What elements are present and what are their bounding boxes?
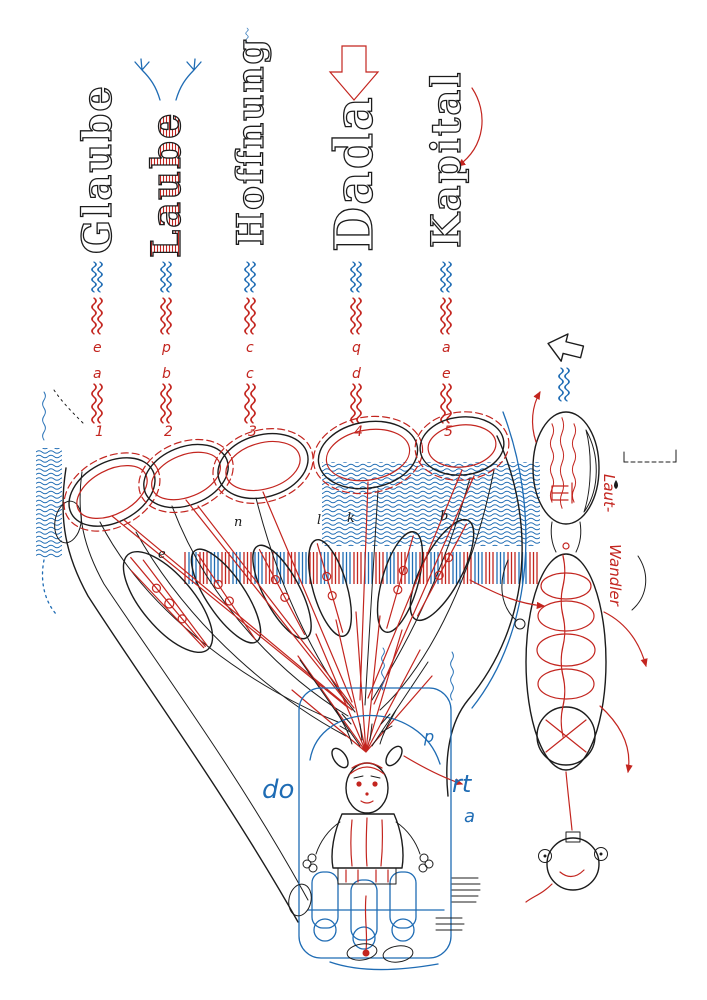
column-laube: Laube p b 2 [134, 58, 202, 440]
column-glaube: Glaube e a 1 [73, 84, 121, 440]
red-fibres [111, 469, 475, 711]
sound-converter-chain: Laut- Wandler [469, 333, 677, 903]
antler-right [379, 709, 397, 745]
strand-number: 2 [164, 424, 173, 440]
small-head-mouth [559, 869, 585, 878]
word-kapital: Kapital [423, 71, 470, 248]
strand-letter: b [162, 366, 171, 382]
column-hoffnung: Hoffnung c c 3 [229, 27, 273, 440]
word-hoffnung: Hoffnung [230, 37, 272, 246]
strand-letter: e [93, 340, 102, 356]
column-kapital: Kapital a e 5 [422, 70, 483, 440]
bulb-4 [312, 415, 424, 495]
strand-number: 1 [95, 424, 104, 440]
label-p: p [423, 727, 434, 746]
droplet-icon [614, 480, 618, 489]
label-do: do [262, 775, 294, 805]
strand-letter: q [352, 340, 361, 356]
label-wandler: Wandler [606, 544, 624, 607]
small-letter: b [440, 509, 448, 524]
red-coil-glyph [551, 482, 573, 504]
eye-right [372, 781, 378, 787]
eye-left [356, 781, 362, 787]
small-letter: k [347, 511, 355, 526]
laube-arms [134, 58, 202, 101]
small-head [546, 837, 600, 891]
bulb-1 [63, 452, 161, 532]
down-arrow-icon [328, 45, 380, 101]
word-dada: Dada [324, 95, 385, 252]
small-letter: n [234, 515, 242, 530]
finger-cones [122, 518, 475, 654]
strand-letter: c [246, 366, 254, 382]
strand-letter: d [352, 366, 361, 382]
blue-apparatus [298, 687, 452, 971]
ear-left [331, 747, 349, 769]
converter-pod-long [525, 553, 607, 771]
strand-letter: e [442, 366, 451, 382]
bottom-mitts [288, 877, 481, 963]
strand-letter: a [442, 340, 451, 356]
red-drip [362, 949, 370, 957]
word-laube: Laube [143, 111, 190, 258]
turn-arrow-icon [547, 333, 585, 362]
blue-hatch-band [322, 462, 540, 546]
bulb-5 [414, 411, 510, 481]
left-blue-hatch [36, 448, 62, 558]
figure-body [331, 813, 404, 869]
label-laut: Laut- [600, 474, 618, 512]
word-glaube: Glaube [74, 84, 121, 254]
ear-right [385, 745, 403, 767]
label-rt: rt [452, 770, 473, 798]
antler-left [335, 709, 353, 745]
converter-pod-top [532, 411, 600, 525]
kapital-curl [457, 87, 483, 167]
creature-figure [302, 709, 434, 957]
bulb-3 [212, 428, 314, 504]
small-letter: l [317, 513, 321, 528]
strand-number: 5 [444, 424, 453, 440]
left-edge-squiggles [41, 389, 85, 615]
strand-letter: a [93, 366, 102, 382]
label-a: a [464, 806, 475, 827]
figure-head [345, 762, 389, 814]
red-blue-band [183, 552, 540, 584]
small-letter: e [158, 547, 166, 562]
mouth [360, 800, 374, 804]
strand-letter: c [246, 340, 254, 356]
center-burst [291, 611, 464, 786]
column-dada: Dada q d 4 [323, 45, 386, 440]
converter-ball [536, 706, 596, 766]
strand-letter: p [161, 340, 171, 356]
